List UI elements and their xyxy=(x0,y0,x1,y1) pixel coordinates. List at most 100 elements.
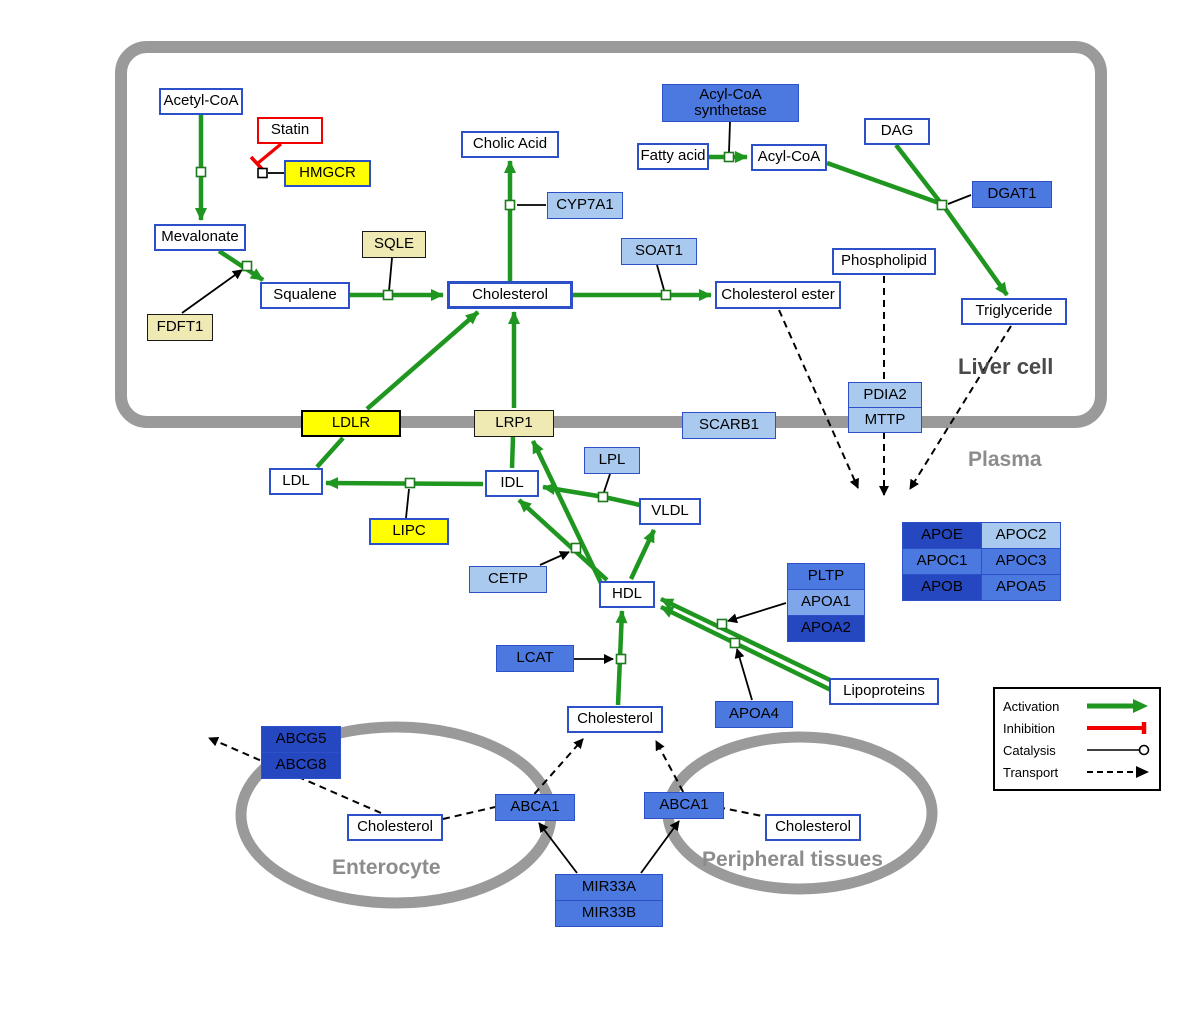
edge-idl-ldl xyxy=(325,477,484,490)
inhibition-edges xyxy=(249,142,283,172)
junction xyxy=(936,199,948,211)
node-cholesterol-liver[interactable]: Cholesterol xyxy=(447,281,573,309)
node-lipc[interactable]: LIPC xyxy=(369,518,449,545)
junction xyxy=(382,289,394,301)
edge-soat1-catalysis xyxy=(656,264,665,291)
transport-dashed-arrow-icon xyxy=(1087,766,1149,778)
legend-transport: Transport xyxy=(1003,761,1151,783)
edge-mir33-abca1-left xyxy=(538,822,578,874)
node-triglyceride[interactable]: Triglyceride xyxy=(961,298,1067,325)
edge-triglyceride-lipoprotein xyxy=(909,325,1012,490)
junction xyxy=(597,491,609,503)
node-abcg5[interactable]: ABCG5 xyxy=(261,726,341,753)
edge-lipoproteins-hdl-lower xyxy=(660,604,834,694)
node-idl[interactable]: IDL xyxy=(485,470,539,497)
node-phospholipid[interactable]: Phospholipid xyxy=(832,248,936,275)
node-acetyl-coa[interactable]: Acetyl-CoA xyxy=(159,88,243,115)
junction xyxy=(615,653,627,665)
node-cholesterol-plasma[interactable]: Cholesterol xyxy=(567,706,663,733)
edge-apoa4-catalysis xyxy=(734,648,753,701)
junction xyxy=(504,199,516,211)
edge-cholesterolester-lipoprotein xyxy=(778,309,859,489)
node-abcg8[interactable]: ABCG8 xyxy=(261,752,341,779)
catalysis-circle-icon xyxy=(1087,744,1150,756)
node-mevalonate[interactable]: Mevalonate xyxy=(154,224,246,251)
node-lpl[interactable]: LPL xyxy=(584,447,640,474)
node-apoc2[interactable]: APOC2 xyxy=(981,522,1061,549)
node-cholic-acid[interactable]: Cholic Acid xyxy=(461,131,559,158)
node-apob[interactable]: APOB xyxy=(902,574,982,601)
node-apoc3[interactable]: APOC3 xyxy=(981,548,1061,575)
node-mir33a[interactable]: MIR33A xyxy=(555,874,663,901)
reaction-junctions xyxy=(195,151,948,665)
edge-ldlr-cholesterol xyxy=(365,310,480,411)
node-cholesterol-ester[interactable]: Cholesterol ester xyxy=(715,281,841,309)
edge-hdl-vldl xyxy=(628,529,657,580)
edge-ldl-ldlr xyxy=(315,436,345,469)
node-lipoproteins[interactable]: Lipoproteins xyxy=(829,678,939,705)
node-abca1-enterocyte[interactable]: ABCA1 xyxy=(495,794,575,821)
node-dag[interactable]: DAG xyxy=(864,118,930,145)
node-scarb1[interactable]: SCARB1 xyxy=(682,412,776,439)
edge-enterocyte-cholesterol-efflux xyxy=(208,737,382,814)
node-acyl-coa-synthetase[interactable]: Acyl-CoA synthetase xyxy=(662,84,799,122)
node-cholesterol-enterocyte[interactable]: Cholesterol xyxy=(347,814,443,841)
node-apoa1[interactable]: APOA1 xyxy=(787,589,865,616)
node-vldl[interactable]: VLDL xyxy=(639,498,701,525)
node-apoa4[interactable]: APOA4 xyxy=(715,701,793,728)
node-abca1-peripheral[interactable]: ABCA1 xyxy=(644,792,724,819)
edge-lrp1-idl xyxy=(509,436,516,469)
node-apoa5[interactable]: APOA5 xyxy=(981,574,1061,601)
node-apoe[interactable]: APOE xyxy=(902,522,982,549)
junction xyxy=(723,151,735,163)
node-ldlr[interactable]: LDLR xyxy=(301,410,401,437)
legend-activation: Activation xyxy=(1003,695,1151,717)
junction xyxy=(241,260,253,272)
node-cholesterol-peripheral[interactable]: Cholesterol xyxy=(765,814,861,841)
peripheral-tissues-label: Peripheral tissues xyxy=(702,848,883,871)
node-mir33b[interactable]: MIR33B xyxy=(555,900,663,927)
edge-acylcoa-junction xyxy=(826,160,940,206)
catalysis-edges xyxy=(181,121,972,874)
node-cetp[interactable]: CETP xyxy=(469,566,547,593)
legend-activation-label: Activation xyxy=(1003,698,1060,714)
node-fdft1[interactable]: FDFT1 xyxy=(147,314,213,341)
node-mttp[interactable]: MTTP xyxy=(848,407,922,433)
junction xyxy=(404,477,416,489)
node-lcat[interactable]: LCAT xyxy=(496,645,574,672)
liver-cell-label: Liver cell xyxy=(958,354,1054,379)
junction xyxy=(729,637,741,649)
edge-dgat1-catalysis xyxy=(947,194,972,205)
node-hdl[interactable]: HDL xyxy=(599,581,655,608)
activation-arrow-icon xyxy=(1087,699,1148,713)
node-squalene[interactable]: Squalene xyxy=(260,282,350,309)
node-hmgcr[interactable]: HMGCR xyxy=(284,160,371,187)
node-acyl-coa[interactable]: Acyl-CoA xyxy=(751,144,827,171)
node-pdia2[interactable]: PDIA2 xyxy=(848,382,922,408)
edge-dag-junction xyxy=(894,143,942,204)
node-ldl[interactable]: LDL xyxy=(269,468,323,495)
plasma-label: Plasma xyxy=(968,448,1042,471)
inhibition-bar-icon xyxy=(1087,722,1147,734)
legend-transport-label: Transport xyxy=(1003,764,1059,780)
node-sqle[interactable]: SQLE xyxy=(362,231,426,258)
node-apoa2[interactable]: APOA2 xyxy=(787,615,865,642)
node-statin[interactable]: Statin xyxy=(257,117,323,144)
node-fatty-acid[interactable]: Fatty acid xyxy=(637,143,709,170)
legend-catalysis: Catalysis xyxy=(1003,739,1151,761)
edge-sqle-catalysis xyxy=(388,257,393,292)
edge-hdl-lrp1 xyxy=(530,440,604,584)
node-cyp7a1[interactable]: CYP7A1 xyxy=(547,192,623,219)
node-soat1[interactable]: SOAT1 xyxy=(621,238,697,265)
edge-mevalonate-squalene xyxy=(217,249,265,282)
edge-fdft1-catalysis xyxy=(181,269,243,314)
catalysis-port xyxy=(257,167,268,179)
node-lrp1[interactable]: LRP1 xyxy=(474,410,554,437)
edge-lipc-catalysis xyxy=(405,488,410,519)
node-dgat1[interactable]: DGAT1 xyxy=(972,181,1052,208)
node-apoc1[interactable]: APOC1 xyxy=(902,548,982,575)
node-pltp[interactable]: PLTP xyxy=(787,563,865,590)
edge-junction-triglyceride xyxy=(943,206,1009,297)
